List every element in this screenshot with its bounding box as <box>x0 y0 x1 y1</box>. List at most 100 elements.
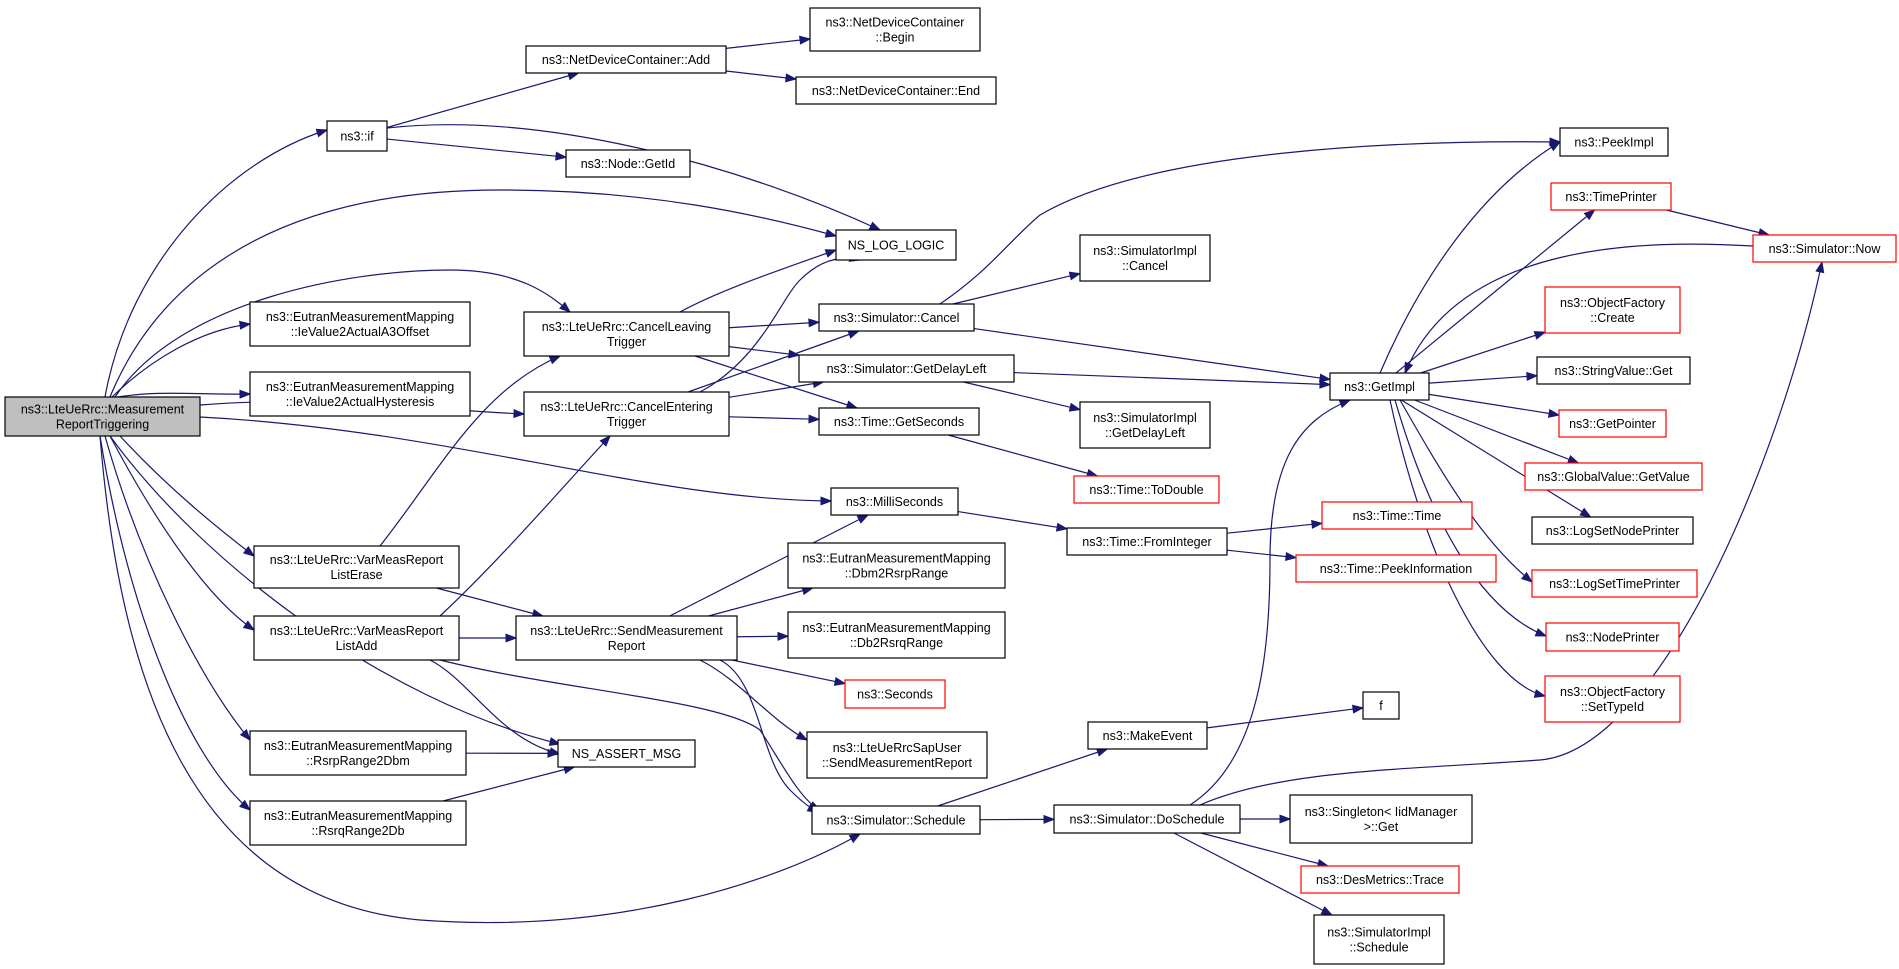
node-node-get-id[interactable]: ns3::Node::GetId <box>565 149 691 178</box>
node-of-set-type-id[interactable]: ns3::ObjectFactory::SetTypeId <box>1544 675 1681 723</box>
edge-get-impl-to-string-value-get <box>1428 371 1539 384</box>
node-time-to-double[interactable]: ns3::Time::ToDouble <box>1073 475 1220 504</box>
edge-arrowhead <box>513 409 526 419</box>
node-time-from-integer[interactable]: ns3::Time::FromInteger <box>1066 527 1228 556</box>
node-rsrp2-dbm[interactable]: ns3::EutranMeasurementMapping::RsrpRange… <box>249 730 467 776</box>
edge-line <box>694 355 858 409</box>
edge-arrowhead <box>1526 371 1539 381</box>
node-label: ns3::Simulator::Cancel <box>834 311 960 325</box>
edge-line <box>442 766 575 802</box>
node-sim-impl-schedule[interactable]: ns3::SimulatorImpl::Schedule <box>1313 914 1445 965</box>
node-of-create[interactable]: ns3::ObjectFactory::Create <box>1544 286 1681 334</box>
edge-var-erase-to-send-report <box>436 587 545 618</box>
node-global-value-get[interactable]: ns3::GlobalValue::GetValue <box>1524 462 1703 491</box>
node-sim-schedule[interactable]: ns3::Simulator::Schedule <box>811 805 981 835</box>
node-seconds[interactable]: ns3::Seconds <box>844 679 946 709</box>
edge-line <box>1389 399 1546 697</box>
node-label: ns3::EutranMeasurementMapping <box>266 380 454 394</box>
node-sim-get-delay-left[interactable]: ns3::Simulator::GetDelayLeft <box>798 354 1015 383</box>
node-log-set-node-printer[interactable]: ns3::LogSetNodePrinter <box>1531 516 1694 545</box>
node-sim-do-schedule[interactable]: ns3::Simulator::DoSchedule <box>1053 804 1241 834</box>
node-label: ns3::Time::GetSeconds <box>834 415 964 429</box>
node-sim-impl-get-delay-left[interactable]: ns3::SimulatorImpl::GetDelayLeft <box>1079 401 1211 449</box>
edge-var-add-to-send-report <box>459 633 518 643</box>
node-ie-a3[interactable]: ns3::EutranMeasurementMapping::IeValue2A… <box>249 301 471 347</box>
edge-line <box>117 392 251 398</box>
node-rsrq2-db[interactable]: ns3::EutranMeasurementMapping::RsrqRange… <box>249 800 467 846</box>
node-ns-log-logic[interactable]: NS_LOG_LOGIC <box>835 229 957 261</box>
node-ndc-end[interactable]: ns3::NetDeviceContainer::End <box>795 76 997 105</box>
node-ndc-begin[interactable]: ns3::NetDeviceContainer::Begin <box>809 7 981 52</box>
node-label: ::SendMeasurementReport <box>822 756 973 770</box>
node-label: ns3::EutranMeasurementMapping <box>802 552 990 566</box>
node-des-metrics-trace[interactable]: ns3::DesMetrics::Trace <box>1300 865 1460 894</box>
node-label: ::SetTypeId <box>1581 700 1644 714</box>
node-box <box>1329 372 1430 401</box>
node-db2-rsrq[interactable]: ns3::EutranMeasurementMapping::Db2RsrqRa… <box>787 611 1006 659</box>
node-ie-hyst[interactable]: ns3::EutranMeasurementMapping::IeValue2A… <box>249 371 471 417</box>
edge-arrowhead <box>239 389 252 399</box>
node-time-peek-info[interactable]: ns3::Time::PeekInformation <box>1295 554 1497 583</box>
node-sap-user-send[interactable]: ns3::LteUeRrcSapUser::SendMeasurementRep… <box>806 731 988 779</box>
edge-cancel-leaving-to-time-get-seconds <box>694 355 859 410</box>
node-ndc-add[interactable]: ns3::NetDeviceContainer::Add <box>525 45 727 74</box>
edge-line <box>99 435 251 811</box>
edge-line <box>114 269 571 398</box>
edge-arrowhead <box>1043 814 1056 824</box>
edge-arrowhead <box>242 546 256 557</box>
node-label: ns3::if <box>340 130 374 144</box>
edge-line <box>1666 209 1770 236</box>
edge-root-to-rsrq2-db <box>99 435 252 811</box>
node-string-value-get[interactable]: ns3::StringValue::Get <box>1536 356 1691 385</box>
node-send-report[interactable]: ns3::LteUeRrc::SendMeasurementReport <box>515 615 738 661</box>
edge-line <box>104 435 251 741</box>
node-label: NS_LOG_LOGIC <box>848 239 945 253</box>
node-box <box>1087 721 1208 750</box>
edge-line <box>429 659 561 755</box>
node-f[interactable]: f <box>1362 691 1400 720</box>
node-singleton-get[interactable]: ns3::Singleton< IidManager>::Get <box>1289 794 1473 844</box>
node-label: ns3::NetDeviceContainer <box>826 16 965 30</box>
edge-line <box>973 327 1331 381</box>
node-time-printer[interactable]: ns3::TimePrinter <box>1550 182 1672 211</box>
node-node-printer[interactable]: ns3::NodePrinter <box>1545 622 1680 652</box>
edge-line <box>731 659 846 685</box>
node-label: ns3::Simulator::Schedule <box>827 814 966 828</box>
node-log-set-time-printer[interactable]: ns3::LogSetTimePrinter <box>1531 569 1698 598</box>
edge-line <box>1199 261 1823 806</box>
node-label: ns3::DesMetrics::Trace <box>1316 873 1444 887</box>
edge-line <box>728 346 800 356</box>
node-label: ns3::Seconds <box>857 688 933 702</box>
node-make-event[interactable]: ns3::MakeEvent <box>1087 721 1208 750</box>
node-sim-cancel[interactable]: ns3::Simulator::Cancel <box>818 303 975 332</box>
node-peek-impl[interactable]: ns3::PeekImpl <box>1559 127 1669 157</box>
node-if[interactable]: ns3::if <box>326 120 388 152</box>
edge-line <box>379 355 561 547</box>
node-box <box>4 396 201 437</box>
node-box <box>818 407 980 436</box>
node-label: ns3::ObjectFactory <box>1560 296 1666 310</box>
edge-line <box>109 189 837 398</box>
node-time-get-seconds[interactable]: ns3::Time::GetSeconds <box>818 407 980 436</box>
edge-line <box>728 381 824 398</box>
edge-line <box>109 435 255 631</box>
edge-sim-get-delay-left-to-sim-impl-get-delay-left <box>963 381 1082 412</box>
node-box <box>525 45 727 74</box>
node-time-time[interactable]: ns3::Time::Time <box>1321 501 1473 530</box>
node-milli-seconds[interactable]: ns3::MilliSeconds <box>830 487 959 516</box>
node-dbm2-rsrp[interactable]: ns3::EutranMeasurementMapping::Dbm2RsrpR… <box>787 542 1006 589</box>
edge-arrowhead <box>808 318 821 328</box>
edge-line <box>439 435 611 617</box>
node-sim-impl-cancel[interactable]: ns3::SimulatorImpl::Cancel <box>1079 234 1211 282</box>
node-get-pointer[interactable]: ns3::GetPointer <box>1558 409 1667 438</box>
node-get-impl[interactable]: ns3::GetImpl <box>1329 372 1430 401</box>
edge-line <box>109 435 561 745</box>
node-box <box>557 739 696 768</box>
node-sim-now[interactable]: ns3::Simulator::Now <box>1752 234 1897 263</box>
node-ns-assert-msg[interactable]: NS_ASSERT_MSG <box>557 739 696 768</box>
node-root[interactable]: ns3::LteUeRrc::MeasurementReportTriggeri… <box>4 396 201 437</box>
